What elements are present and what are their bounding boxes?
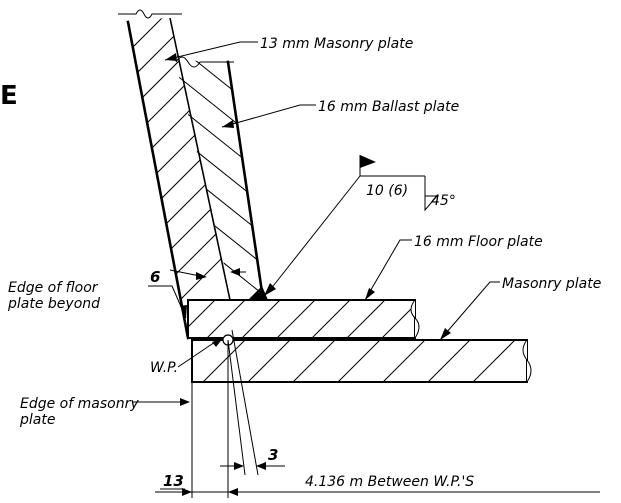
svg-text:13: 13: [163, 472, 184, 490]
svg-text:13 mm Masonry plate: 13 mm Masonry plate: [260, 36, 413, 52]
svg-text:Masonry plate: Masonry plate: [502, 276, 601, 292]
svg-text:plate: plate: [19, 412, 55, 428]
svg-text:plate beyond: plate beyond: [7, 296, 100, 312]
label-masonry-plate-13: 13 mm Masonry plate: [164, 36, 413, 61]
masonry-base-plate: [191, 339, 532, 383]
svg-text:4.136 m Between W.P.'S: 4.136 m Between W.P.'S: [305, 474, 474, 490]
svg-text:10 (6): 10 (6): [366, 183, 408, 199]
floor-plate: [187, 299, 420, 339]
ballast-plate: [175, 56, 264, 298]
svg-text:3: 3: [268, 446, 278, 464]
label-edge-floor-plate: Edge of floor plate beyond: [7, 280, 187, 319]
label-edge-masonry-plate: Edge of masonry plate: [19, 396, 190, 428]
svg-text:Edge of floor: Edge of floor: [8, 280, 99, 296]
dimension-3: 3: [220, 446, 285, 470]
partial-heading-letter: E: [0, 81, 18, 111]
fillet-weld: [248, 286, 268, 300]
svg-text:16 mm Floor plate: 16 mm Floor plate: [414, 234, 543, 250]
svg-text:6: 6: [150, 268, 160, 286]
dimension-6: 6: [150, 268, 246, 286]
svg-text:45°: 45°: [431, 193, 456, 209]
svg-text:Edge of masonry: Edge of masonry: [20, 396, 139, 412]
svg-text:W.P.: W.P.: [150, 360, 178, 376]
weld-symbol: 10 (6) 45°: [264, 155, 456, 296]
dimension-bottom: 13 4.136 m Between W.P.'S: [155, 472, 600, 496]
svg-text:16 mm Ballast plate: 16 mm Ballast plate: [318, 99, 459, 115]
label-ballast-plate: 16 mm Ballast plate: [221, 99, 459, 128]
label-floor-plate: 16 mm Floor plate: [364, 234, 543, 301]
label-masonry-plate: Masonry plate: [439, 276, 601, 341]
label-work-point: W.P.: [150, 338, 223, 376]
reference-lines: [191, 329, 259, 498]
